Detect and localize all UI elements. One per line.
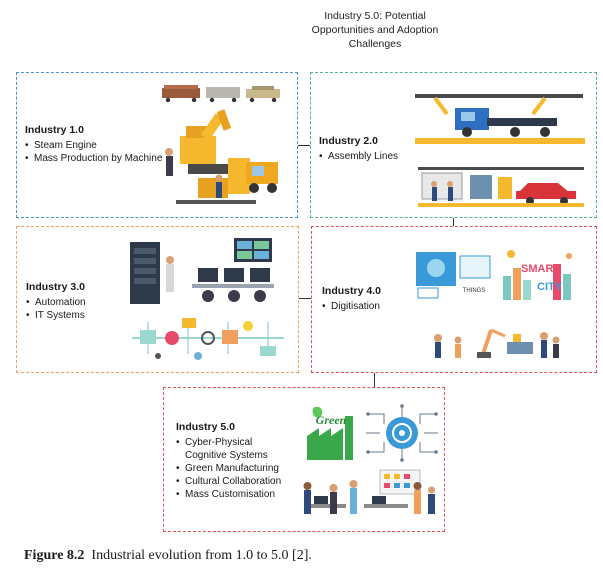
stage-item: Automation xyxy=(26,296,126,309)
team-collaboration-illustration xyxy=(303,469,435,514)
connector-3-4 xyxy=(297,298,311,300)
internet-of-things-illustration: THINGS xyxy=(416,252,491,299)
stage-item: Mass Production by Machine xyxy=(25,152,175,165)
figure-caption-text: Industrial evolution from 1.0 to 5.0 [2]… xyxy=(91,548,312,563)
automation-process-illustration xyxy=(132,318,284,360)
header-title: Industry 5.0: Potential Opportunities an… xyxy=(300,9,450,51)
stage-item: IT Systems xyxy=(26,309,126,322)
figure-number: Figure 8.2 xyxy=(24,548,85,563)
cyber-brain-illustration xyxy=(366,404,438,462)
figure-caption: Figure 8.2 Industrial evolution from 1.0… xyxy=(24,548,312,564)
stage-heading: Industry 5.0 xyxy=(176,421,235,433)
stage-heading: Industry 2.0 xyxy=(319,135,378,147)
green-factory-illustration: Green xyxy=(307,406,353,460)
control-room-illustration xyxy=(130,238,274,304)
truck-assembly-illustration xyxy=(415,94,585,144)
stage-industry-4-label: Industry 4.0 Digitisation xyxy=(322,285,412,313)
stage-heading: Industry 3.0 xyxy=(26,281,85,293)
stage-item: Digitisation xyxy=(322,300,412,313)
stage-item: Steam Engine xyxy=(25,139,175,152)
things-text: THINGS xyxy=(463,288,486,294)
title-line-2: Opportunities and Adoption xyxy=(311,24,439,36)
connector-2-4 xyxy=(453,216,455,226)
stage-heading: Industry 4.0 xyxy=(322,285,381,297)
car-assembly-illustration xyxy=(418,167,584,207)
factory-machinery-illustration xyxy=(165,109,278,204)
stage-industry-2-label: Industry 2.0 Assembly Lines xyxy=(319,135,419,163)
connector-4-5 xyxy=(374,371,376,387)
stage-item: Green Manufacturing xyxy=(176,462,291,475)
city-text: CITY xyxy=(537,281,563,293)
smart-city-illustration: SMART CITY xyxy=(503,250,572,300)
title-line-3: Challenges xyxy=(348,38,402,50)
stage-heading: Industry 1.0 xyxy=(25,124,84,136)
green-text: Green xyxy=(316,413,347,427)
stage-item: Mass Customisation xyxy=(176,488,291,501)
stage-industry-1-label: Industry 1.0 Steam Engine Mass Productio… xyxy=(25,124,175,165)
stage-item: Cultural Collaboration xyxy=(176,475,291,488)
robotic-assembly-illustration xyxy=(434,328,560,358)
stage-industry-3-label: Industry 3.0 Automation IT Systems xyxy=(26,281,126,322)
stage-item: Cyber-Physical Cognitive Systems xyxy=(176,436,275,462)
train-illustration xyxy=(162,85,280,103)
stage-item: Assembly Lines xyxy=(319,150,419,163)
stage-industry-5-label: Industry 5.0 Cyber-Physical Cognitive Sy… xyxy=(176,421,291,501)
smart-text: SMART xyxy=(521,263,560,275)
title-line-1: Industry 5.0: Potential xyxy=(324,10,426,22)
connector-1-2 xyxy=(296,145,310,147)
